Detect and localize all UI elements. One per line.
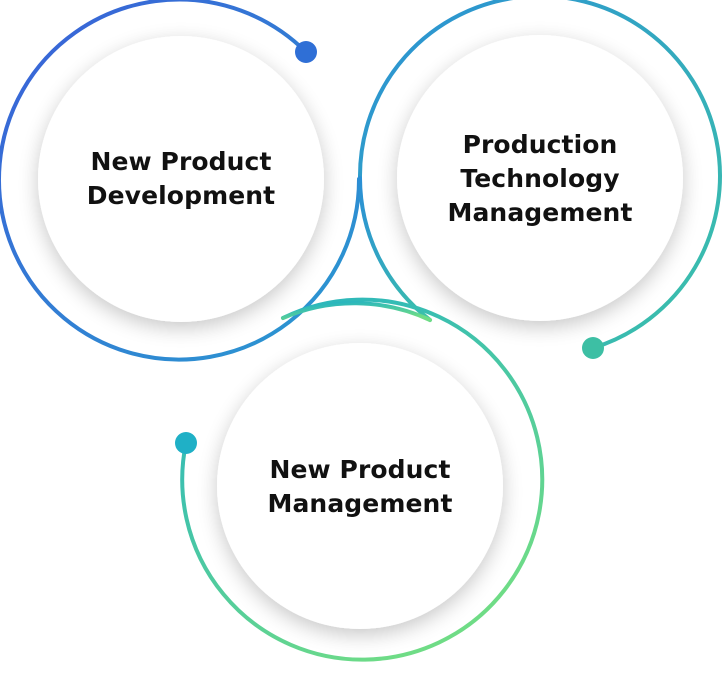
label-line: New Product xyxy=(90,147,272,176)
label-line: New Product xyxy=(269,455,451,484)
ring-new-product-development xyxy=(0,0,362,362)
label-line: Technology xyxy=(460,164,620,193)
node-new-product-management xyxy=(175,297,545,662)
inner-disc-production-technology-management xyxy=(397,35,683,321)
ring-new-product-management-top xyxy=(281,301,432,322)
label-line: Management xyxy=(267,489,453,518)
label-line: Production xyxy=(462,130,618,159)
label-new-product-management: New Product Management xyxy=(240,453,480,521)
node-new-product-development xyxy=(0,0,362,362)
label-new-product-development: New Product Development xyxy=(61,145,301,213)
end-dot-production-technology-management xyxy=(582,337,604,359)
end-dot-new-product-management xyxy=(175,432,197,454)
ring-production-technology-management xyxy=(357,0,722,350)
end-dot-new-product-development xyxy=(295,41,317,63)
inner-disc-new-product-development xyxy=(38,36,324,322)
label-line: Development xyxy=(86,181,276,210)
label-production-technology-management: Production Technology Management xyxy=(420,128,660,230)
label-line: Management xyxy=(447,198,633,227)
inner-disc-new-product-management xyxy=(217,343,503,629)
ring-new-product-management xyxy=(180,297,545,662)
